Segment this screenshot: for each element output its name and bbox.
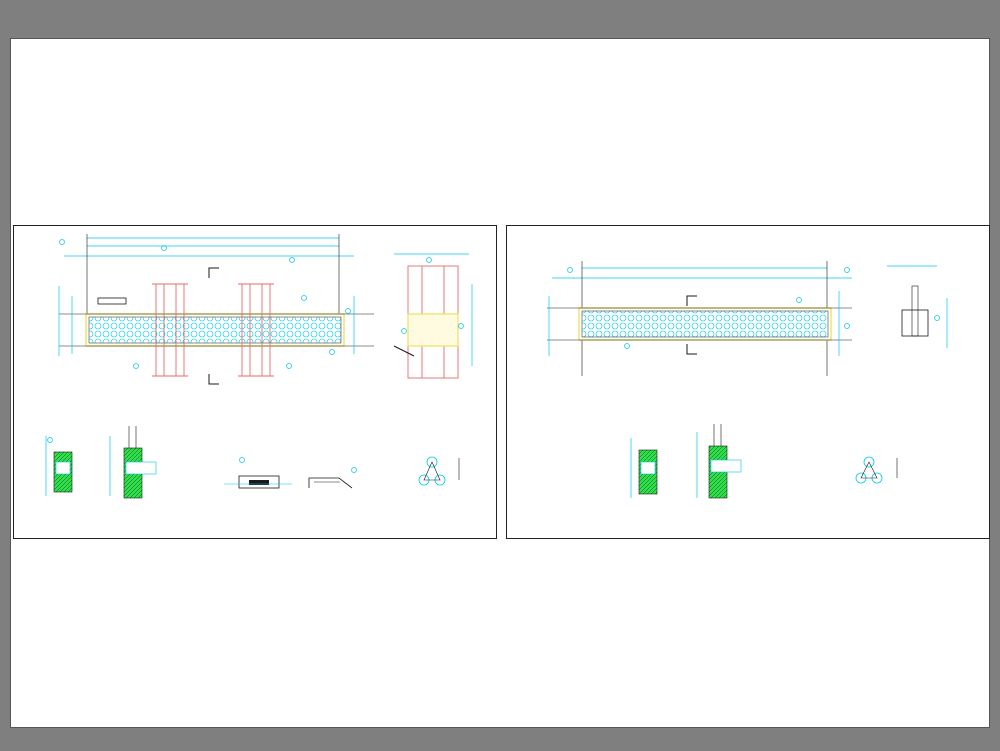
drawing-right-svg xyxy=(547,261,948,499)
section-a-a xyxy=(393,253,473,379)
drawing-sheet xyxy=(10,38,990,728)
beam-elevation xyxy=(58,234,374,385)
detail-anchor-plate xyxy=(224,457,357,489)
detail-column-section-r1 xyxy=(630,438,658,498)
drawing-panel-right xyxy=(506,225,990,539)
drawing-panel-left xyxy=(13,225,497,539)
drawing-left-svg xyxy=(45,234,473,499)
beam-elevation-right xyxy=(547,261,852,376)
detail-pile-group xyxy=(418,456,460,486)
detail-column-section-1 xyxy=(45,436,73,496)
detail-pile-group-right xyxy=(855,456,898,484)
section-b-b xyxy=(887,265,948,348)
detail-column-section-r2 xyxy=(696,424,742,499)
detail-column-section-2 xyxy=(109,426,157,499)
